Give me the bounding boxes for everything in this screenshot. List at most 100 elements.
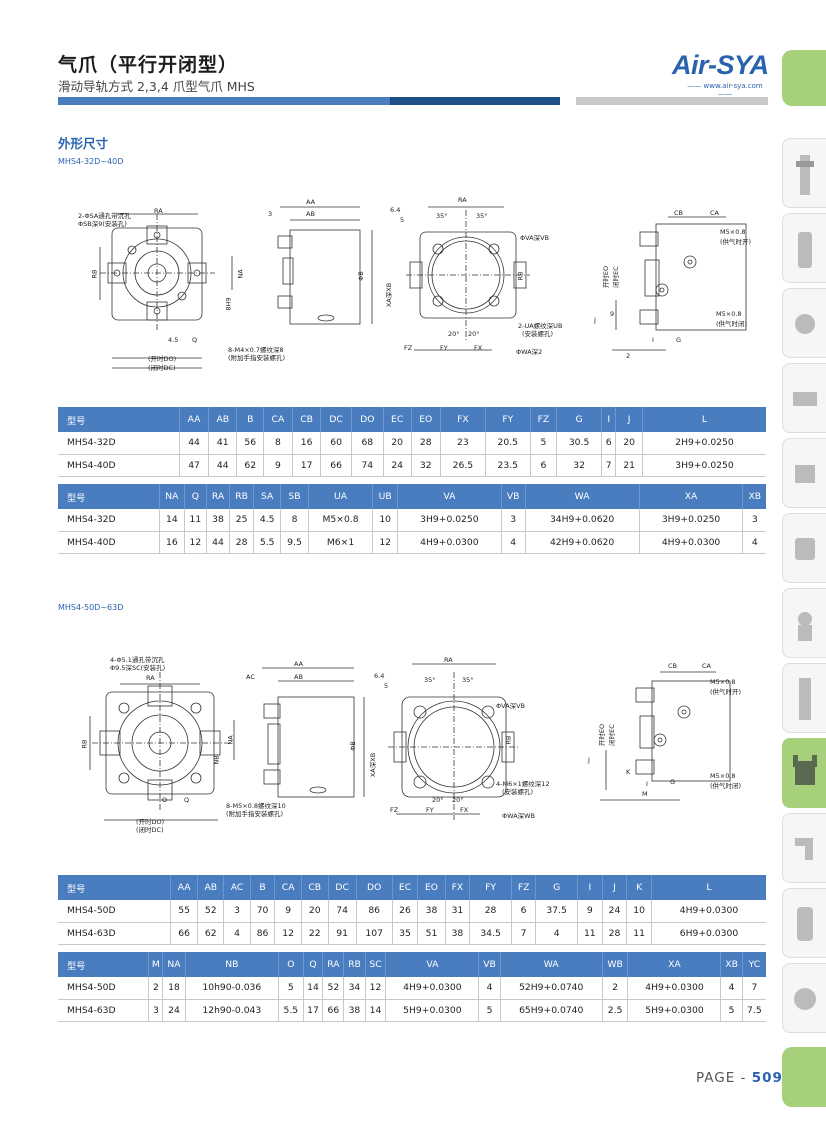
table-cell: 38 (417, 900, 446, 923)
table-cell: 60 (320, 432, 352, 455)
table-cell: 91 (328, 922, 357, 945)
label-m58b2: (供气时闭) (716, 320, 748, 328)
label2-fy: FY (426, 806, 434, 814)
table-cell: 10 (626, 900, 652, 923)
label2-m58b2: (供气时闭) (710, 782, 742, 790)
table4-header-15: YC (742, 952, 766, 977)
table1-header-2: AB (208, 407, 238, 432)
table-cell: 52 (322, 977, 345, 1000)
label-q: Q (192, 336, 198, 344)
table-cell: 20.5 (485, 432, 531, 455)
table1-header-5: CB (292, 407, 322, 432)
header-bar-dark (390, 97, 560, 105)
table4-header-6: RA (322, 952, 345, 977)
table-cell: MHS4-50D (58, 900, 172, 923)
label-20b: 20° (468, 330, 480, 338)
label-m58b: M5×0.8 (716, 310, 742, 318)
side-tab-misc[interactable] (782, 963, 826, 1033)
table-cell: 12h90-0.043 (185, 999, 280, 1022)
table-cell: 16 (159, 531, 185, 554)
table-cell: 3 (742, 509, 766, 532)
table-cell: 6 (511, 900, 537, 923)
table2-header-4: RB (229, 484, 255, 509)
table-cell: MHS4-32D (58, 509, 160, 532)
table3-header-8: DO (356, 875, 393, 900)
label2-ra2: RA (444, 656, 453, 664)
table2-header-1: NA (159, 484, 185, 509)
label-m4b: (附加手指安装螺孔) (228, 354, 286, 362)
side-tab-silencer[interactable] (782, 888, 826, 958)
table-cell: 9 (577, 900, 603, 923)
table-cell: 5 (530, 432, 558, 455)
side-tab-filter[interactable] (782, 138, 826, 208)
label-m58a2: (供气时开) (720, 238, 752, 246)
label2-m58a2: (供气时开) (710, 688, 742, 696)
table1-header-7: DO (351, 407, 384, 432)
table-cell: 8 (263, 432, 293, 455)
side-tab-regulator[interactable] (782, 588, 826, 658)
header-bar-light (58, 97, 390, 105)
label-i: I (652, 336, 654, 344)
table-cell: 22 (301, 922, 329, 945)
table4-header-8: SC (365, 952, 387, 977)
table-cell: 5 (478, 999, 501, 1022)
side-tab-gripper[interactable] (782, 738, 826, 808)
side-tab-top[interactable] (782, 50, 826, 106)
label2-ca: CA (702, 662, 711, 670)
label2-dc: (闭时DC) (136, 826, 164, 834)
brand-logo: Air-SYA (672, 50, 769, 80)
table-cell: 12 (274, 922, 302, 945)
table-cell: 32 (556, 454, 603, 477)
table-cell: 2 (148, 977, 164, 1000)
table4-header-0: 型号 (58, 952, 150, 977)
side-tab-bottom[interactable] (782, 1047, 826, 1107)
label2-m6b: (安装螺孔) (502, 788, 534, 796)
label2-i: I (646, 780, 648, 788)
label2-phib: ΦB (348, 741, 357, 751)
table-cell: MHS4-63D (58, 922, 172, 945)
label-ra: RA (154, 207, 163, 215)
table3-header-13: FZ (511, 875, 537, 900)
table-cell: 37.5 (535, 900, 578, 923)
side-tab-valve[interactable] (782, 513, 826, 583)
table-cell: 5.5 (278, 999, 304, 1022)
side-tab-booster[interactable] (782, 663, 826, 733)
label2-holes2: Φ9.5深SC(安装孔) (110, 664, 166, 672)
side-tab-cylinder[interactable] (782, 363, 826, 433)
table-cell: 28 (229, 531, 255, 554)
label2-va: ΦVA深VB (496, 702, 525, 710)
booster-icon (799, 678, 811, 720)
table-cell: 7.5 (742, 999, 766, 1022)
side-tab-actuator[interactable] (782, 438, 826, 508)
table1-header-1: AA (179, 407, 210, 432)
label2-5: 5 (384, 682, 389, 690)
table3-header-14: G (535, 875, 578, 900)
table-cell: 86 (250, 922, 276, 945)
label2-o: O (162, 796, 168, 804)
table-cell: 44 (206, 531, 231, 554)
label-g: G (676, 336, 682, 344)
table3-header-2: AB (197, 875, 225, 900)
table-cell: 4 (478, 977, 501, 1000)
label-wa: ΦWA深2 (516, 348, 543, 356)
table3-header-7: DC (328, 875, 357, 900)
side-tab-lubricator[interactable] (782, 213, 826, 283)
fitting-icon (795, 314, 815, 334)
table-cell: 66 (322, 999, 345, 1022)
label2-na: NA (226, 735, 235, 745)
label2-m: M (642, 790, 648, 798)
table-cell: 86 (356, 900, 393, 923)
table-cell: 8 (280, 509, 309, 532)
table1-header-3: B (236, 407, 265, 432)
table4-header-3: NB (185, 952, 280, 977)
table-cell: 4 (535, 922, 578, 945)
table-cell: 32 (411, 454, 441, 477)
label-35a: 35° (436, 212, 448, 220)
table4-header-9: VA (385, 952, 480, 977)
side-tab-fitting[interactable] (782, 288, 826, 358)
side-tab-elbow[interactable] (782, 813, 826, 883)
